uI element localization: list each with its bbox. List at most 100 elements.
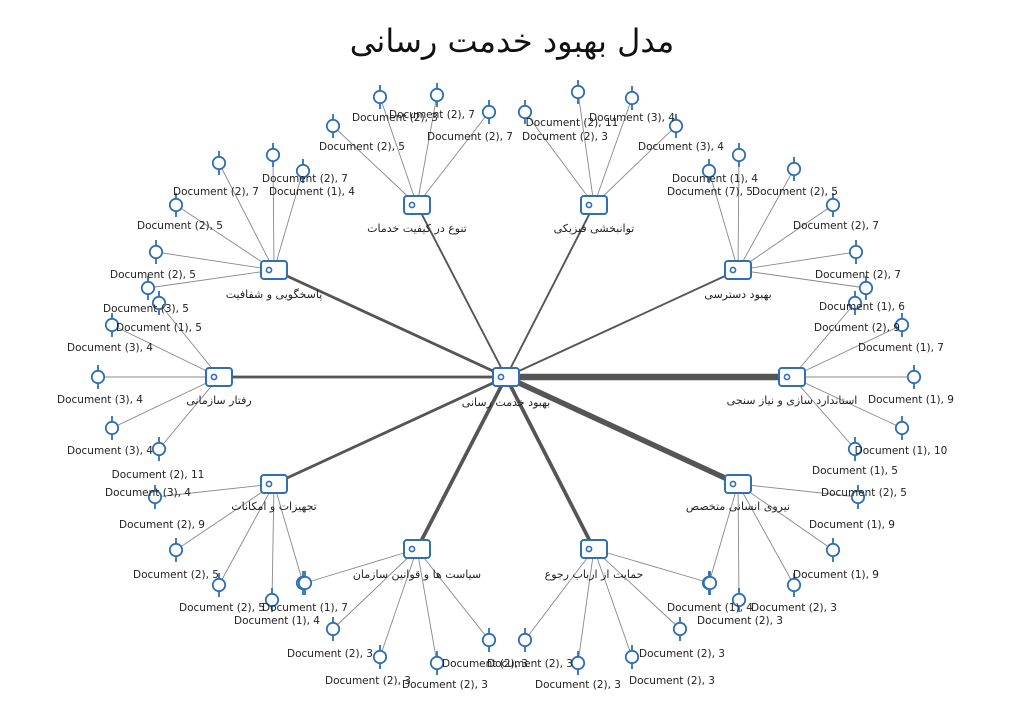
document-pin-icon[interactable]: [297, 571, 313, 595]
document-pin-icon[interactable]: [672, 617, 688, 641]
document-pin-icon[interactable]: [140, 276, 156, 300]
code-node-box: [778, 367, 806, 387]
code-node-box: [724, 474, 752, 494]
document-pin-icon[interactable]: [570, 80, 586, 104]
document-pin-icon[interactable]: [786, 157, 802, 181]
edge-category-document: [272, 154, 275, 271]
document-pin-icon[interactable]: [906, 365, 922, 389]
document-reference-label: Document (3), 4: [589, 112, 675, 124]
document-pin-icon[interactable]: [786, 573, 802, 597]
document-pin-icon[interactable]: [168, 193, 184, 217]
document-pin-icon[interactable]: [211, 573, 227, 597]
category-code-node[interactable]: [580, 195, 608, 215]
document-reference-label: Document (1), 5: [812, 465, 898, 477]
document-pin-icon[interactable]: [429, 83, 445, 107]
category-code-node[interactable]: [580, 539, 608, 559]
document-pin-icon[interactable]: [372, 85, 388, 109]
pin-head: [325, 118, 341, 134]
category-code-node[interactable]: [260, 474, 288, 494]
document-reference-label: Document (1), 5: [116, 322, 202, 334]
document-pin-icon[interactable]: [147, 485, 163, 509]
edge-category-document: [218, 483, 275, 586]
document-pin-icon[interactable]: [850, 485, 866, 509]
document-pin-icon[interactable]: [151, 437, 167, 461]
edge-central-category: [273, 268, 507, 379]
document-pin-icon[interactable]: [570, 651, 586, 675]
category-code-node[interactable]: [724, 474, 752, 494]
document-pin-icon[interactable]: [517, 100, 533, 124]
edge-central-category: [505, 204, 595, 378]
document-pin-icon[interactable]: [372, 645, 388, 669]
category-code-node[interactable]: [403, 195, 431, 215]
document-pin-icon[interactable]: [731, 588, 747, 612]
document-pin-icon[interactable]: [825, 193, 841, 217]
document-reference-label: Document (2), 5: [319, 141, 405, 153]
edge-central-category: [416, 204, 507, 378]
pin-head: [672, 621, 688, 637]
document-reference-label: Document (2), 3: [442, 658, 528, 670]
document-pin-icon[interactable]: [894, 313, 910, 337]
document-pin-icon[interactable]: [481, 628, 497, 652]
document-pin-icon[interactable]: [701, 159, 717, 183]
category-code-node[interactable]: [205, 367, 233, 387]
pin-head: [148, 244, 164, 260]
document-reference-label: Document (1), 4: [234, 615, 320, 627]
code-node-dot: [585, 545, 593, 553]
document-pin-icon[interactable]: [168, 538, 184, 562]
document-reference-label: Document (2), 3: [352, 112, 438, 124]
edge-category-document: [737, 483, 859, 498]
document-pin-icon[interactable]: [702, 571, 718, 595]
document-pin-icon[interactable]: [517, 628, 533, 652]
document-pin-icon[interactable]: [847, 437, 863, 461]
code-node-dot: [585, 201, 593, 209]
document-pin-icon[interactable]: [429, 651, 445, 675]
edge-category-document: [416, 548, 490, 641]
edge-category-document: [593, 125, 677, 206]
central-code-node[interactable]: [492, 367, 520, 387]
document-pin-icon[interactable]: [847, 291, 863, 315]
document-reference-label: Document (3), 4: [67, 342, 153, 354]
document-pin-icon[interactable]: [731, 143, 747, 167]
document-pin-icon[interactable]: [858, 276, 874, 300]
category-code-label: تجهیزات و امکانات: [231, 500, 316, 513]
pin-head: [429, 655, 445, 671]
document-reference-label: Document (1), 4: [667, 602, 753, 614]
document-pin-icon[interactable]: [265, 143, 281, 167]
code-node-box: [403, 539, 431, 559]
edges-layer: [98, 91, 914, 664]
document-pin-icon[interactable]: [825, 538, 841, 562]
document-pin-icon[interactable]: [894, 416, 910, 440]
edge-category-document: [175, 483, 275, 551]
document-pin-icon[interactable]: [624, 645, 640, 669]
category-code-node[interactable]: [403, 539, 431, 559]
document-pin-icon[interactable]: [668, 114, 684, 138]
edge-central-category: [273, 375, 507, 486]
code-node-dot: [408, 201, 416, 209]
code-node-box: [205, 367, 233, 387]
code-node-box: [580, 195, 608, 215]
category-code-node[interactable]: [778, 367, 806, 387]
document-pin-icon[interactable]: [325, 617, 341, 641]
document-pin-icon[interactable]: [211, 151, 227, 175]
document-reference-label: Document (2), 3: [522, 131, 608, 143]
category-code-node[interactable]: [260, 260, 288, 280]
category-code-node[interactable]: [724, 260, 752, 280]
document-reference-label: Document (2), 3: [639, 648, 725, 660]
pin-head: [825, 197, 841, 213]
document-pin-icon[interactable]: [104, 416, 120, 440]
document-pin-icon[interactable]: [848, 240, 864, 264]
pin-head: [104, 420, 120, 436]
document-pin-icon[interactable]: [325, 114, 341, 138]
pin-head: [372, 649, 388, 665]
document-pin-icon[interactable]: [624, 86, 640, 110]
document-pin-icon[interactable]: [104, 313, 120, 337]
document-pin-icon[interactable]: [151, 291, 167, 315]
document-pin-icon[interactable]: [264, 588, 280, 612]
pin-head: [570, 84, 586, 100]
edge-category-document: [791, 376, 856, 450]
document-pin-icon[interactable]: [295, 159, 311, 183]
document-pin-icon[interactable]: [481, 100, 497, 124]
document-reference-label: Document (2), 5: [133, 569, 219, 581]
document-pin-icon[interactable]: [148, 240, 164, 264]
document-pin-icon[interactable]: [90, 365, 106, 389]
